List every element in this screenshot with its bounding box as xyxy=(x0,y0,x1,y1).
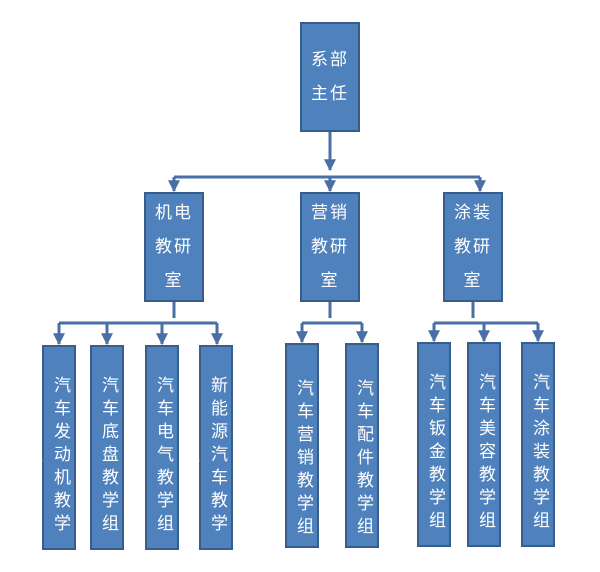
node-group-label: 汽车营销教学组 xyxy=(293,379,313,540)
node-group-label: 汽车钣金教学组 xyxy=(425,373,445,534)
node-group-banjin: 汽车钣金教学组 xyxy=(417,342,451,547)
node-group-dianqi: 汽车电气教学组 xyxy=(145,345,179,550)
node-root: 系部 主任 xyxy=(300,22,360,132)
node-dept-tuzhuang: 涂装 教研 室 xyxy=(443,192,503,302)
node-group-label: 新能源汽车教学组 xyxy=(179,376,227,537)
node-root-label: 系部 主任 xyxy=(311,50,349,104)
node-group-label: 汽车涂装教学组 xyxy=(529,373,549,534)
node-group-label: 汽车配件教学组 xyxy=(353,379,373,540)
node-group-label: 汽车发动机教学组 xyxy=(22,376,70,537)
node-group-dipan: 汽车底盘教学组 xyxy=(90,345,124,550)
node-group-tuzhuang: 汽车涂装教学组 xyxy=(521,342,555,547)
node-group-fadongji: 汽车发动机教学组 xyxy=(22,345,76,550)
node-group-xinnengyuan: 新能源汽车教学组 xyxy=(179,345,233,550)
node-group-peijian: 汽车配件教学组 xyxy=(345,343,379,548)
node-dept-jidian: 机电 教研 室 xyxy=(144,192,204,302)
node-dept-label: 机电 教研 室 xyxy=(155,203,193,291)
node-dept-label: 涂装 教研 室 xyxy=(454,203,492,291)
node-group-yingxiao: 汽车营销教学组 xyxy=(285,343,319,548)
node-group-label: 汽车美容教学组 xyxy=(475,373,495,534)
node-group-label: 汽车底盘教学组 xyxy=(98,376,118,537)
node-group-label: 汽车电气教学组 xyxy=(153,376,173,537)
node-dept-yingxiao: 营销 教研 室 xyxy=(300,192,360,302)
node-group-meirong: 汽车美容教学组 xyxy=(467,342,501,547)
node-dept-label: 营销 教研 室 xyxy=(311,203,349,291)
